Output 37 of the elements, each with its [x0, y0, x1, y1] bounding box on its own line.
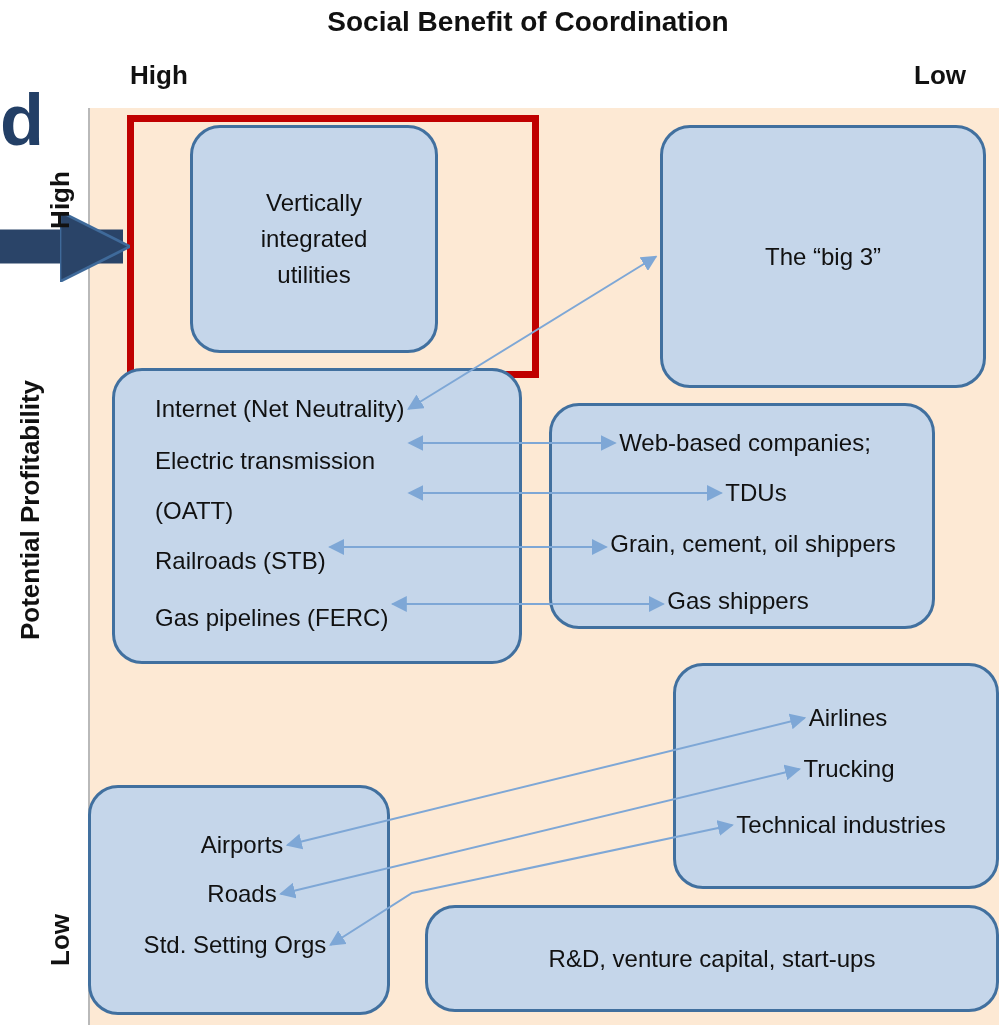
- heading-fragment: d: [0, 84, 44, 156]
- axis-label: High: [47, 171, 73, 229]
- item-text: Railroads (STB): [155, 543, 326, 579]
- category-box: The “big 3”: [660, 125, 986, 388]
- axis-label: High: [130, 62, 188, 88]
- axis-label: Low: [914, 62, 966, 88]
- double-arrow: [329, 820, 734, 946]
- category-box: Vertically integrated utilities: [190, 125, 438, 353]
- item-text: Electric transmission (OATT): [155, 436, 405, 536]
- axis-title: Social Benefit of Coordination: [327, 8, 729, 36]
- double-arrow: [390, 596, 665, 612]
- item-text: Airports: [200, 827, 284, 863]
- rounded-box: [549, 403, 935, 629]
- category-box: R&D, venture capital, start-ups: [425, 905, 999, 1012]
- item-text: Technical industries: [736, 807, 946, 843]
- item-text: Trucking: [803, 751, 895, 787]
- item-text: Std. Setting Orgs: [143, 927, 327, 963]
- double-arrow: [407, 435, 617, 451]
- double-arrow: [285, 713, 807, 850]
- item-text: Web-based companies;: [619, 425, 871, 461]
- axis-title: Potential Profitability: [17, 380, 43, 640]
- double-arrow: [279, 764, 801, 899]
- item-text: Airlines: [808, 700, 888, 736]
- item-text: Gas pipelines (FERC): [155, 600, 389, 636]
- item-text: Grain, cement, oil shippers: [610, 526, 896, 562]
- double-arrow: [328, 539, 608, 555]
- rounded-box: [112, 368, 522, 664]
- rounded-box: [88, 785, 390, 1015]
- rounded-box: [673, 663, 999, 889]
- highlight-frame: [127, 115, 539, 378]
- item-text: Gas shippers: [667, 583, 809, 619]
- item-text: Roads: [207, 876, 277, 912]
- item-text: TDUs: [725, 475, 787, 511]
- item-text: Internet (Net Neutrality): [155, 391, 405, 427]
- axis-label: Low: [47, 914, 73, 966]
- double-arrow: [407, 255, 658, 410]
- double-arrow: [407, 485, 723, 501]
